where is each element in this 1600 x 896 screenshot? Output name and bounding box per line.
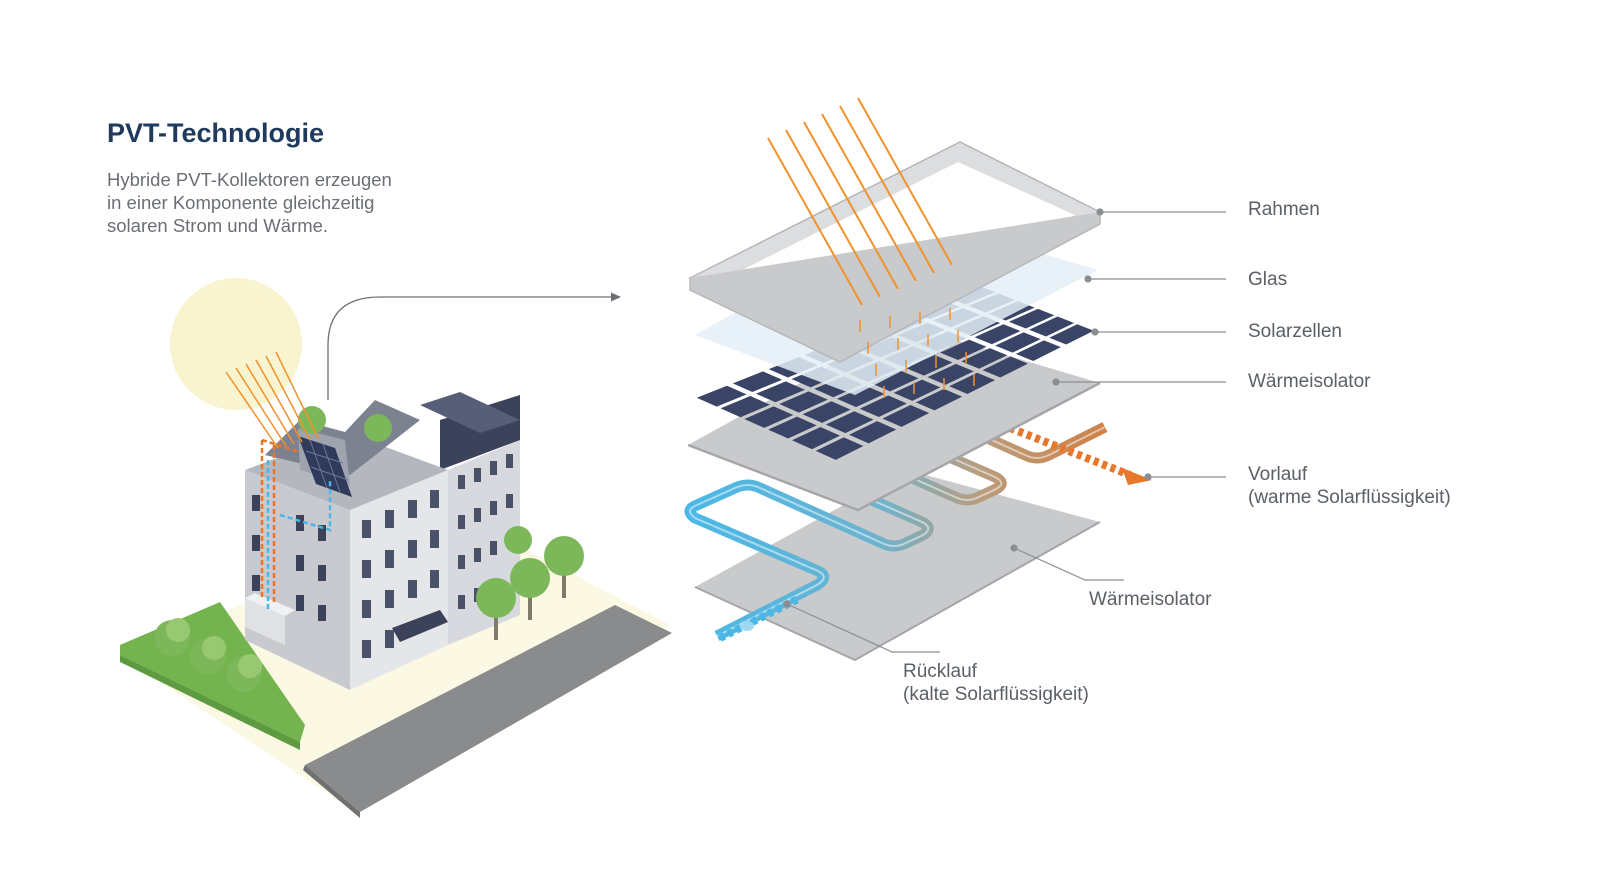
cold-inflow-end-icon xyxy=(740,621,754,631)
label-flow-line-1: Vorlauf xyxy=(1248,464,1308,485)
heat-transfer-marks xyxy=(859,308,975,398)
solar-cell xyxy=(744,406,794,428)
solar-cell xyxy=(982,356,1028,378)
building-sun-rays xyxy=(225,351,319,449)
label-solar-cells: Solarzellen xyxy=(1248,321,1342,342)
solar-cell xyxy=(720,396,770,418)
label-return-line-2: (kalte Solarflüssigkeit) xyxy=(903,684,1089,705)
solar-cell xyxy=(1049,324,1094,345)
solar-cell xyxy=(779,391,828,413)
solar-cell xyxy=(927,363,974,385)
solar-cell xyxy=(825,411,874,434)
building-cold-pipe xyxy=(266,460,332,610)
description-line-2: in einer Komponente gleichzeitig xyxy=(107,192,375,213)
shop-awning xyxy=(392,610,448,642)
label-glass: Glas xyxy=(1248,269,1288,290)
sun-ray xyxy=(857,97,953,266)
sun-icon xyxy=(170,278,302,410)
page-description: Hybride PVT-Kollektoren erzeugen in eine… xyxy=(107,168,437,237)
street-edge xyxy=(303,765,360,818)
solar-cell xyxy=(882,405,930,427)
solar-cell xyxy=(1029,316,1075,337)
solar-cell xyxy=(836,385,885,408)
solar-cell xyxy=(791,427,841,450)
solar-cell xyxy=(940,339,987,360)
windows-front xyxy=(362,454,513,658)
solar-cell xyxy=(815,437,864,460)
street-trees xyxy=(476,526,584,640)
solar-cell xyxy=(696,385,747,407)
solar-cell xyxy=(849,421,897,444)
description-line-3: solaren Strom und Wärme. xyxy=(107,215,329,236)
label-return: Rücklauf (kalte Solarflüssigkeit) xyxy=(903,660,1089,706)
solar-cell xyxy=(905,355,953,376)
solar-cell xyxy=(802,401,851,423)
solar-cell xyxy=(995,332,1041,353)
windows-left xyxy=(252,495,326,621)
building-scene xyxy=(120,278,672,818)
solar-cell xyxy=(974,324,1021,345)
solar-cell xyxy=(915,388,963,411)
street xyxy=(305,605,672,812)
panel-sun-rays xyxy=(767,97,953,306)
sun-ray xyxy=(767,137,863,306)
solar-cell xyxy=(961,348,1008,369)
solar-cell xyxy=(756,381,805,403)
heat-pump-unit xyxy=(245,598,285,645)
bushes xyxy=(154,618,262,692)
label-flow: Vorlauf (warme Solarflüssigkeit) xyxy=(1248,463,1451,509)
solar-cell xyxy=(859,395,907,418)
label-flow-line-2: (warme Solarflüssigkeit) xyxy=(1248,487,1451,508)
solar-cell xyxy=(949,372,996,394)
solar-cell xyxy=(768,416,817,439)
warm-outflow-arrow-icon xyxy=(1122,468,1152,485)
solar-cell xyxy=(893,379,941,401)
solar-cell xyxy=(1015,340,1061,362)
lawn-edge xyxy=(120,655,300,750)
description-line-1: Hybride PVT-Kollektoren erzeugen xyxy=(107,169,392,190)
solar-cell xyxy=(732,371,783,393)
callout-arrow xyxy=(327,296,612,400)
label-insulator-bottom: Wärmeisolator xyxy=(1089,589,1212,610)
label-frame: Rahmen xyxy=(1248,199,1320,220)
warm-outflow-pipe xyxy=(1008,424,1132,479)
label-return-line-1: Rücklauf xyxy=(903,661,977,682)
roof-solar-panel xyxy=(298,436,352,497)
building-warm-pipe xyxy=(260,438,301,605)
arrow-head-icon xyxy=(611,292,621,302)
label-insulator-top: Wärmeisolator xyxy=(1248,371,1371,392)
sun-ray xyxy=(821,113,917,282)
bottom-insulator-layer xyxy=(695,470,1100,660)
page-title: PVT-Technologie xyxy=(107,118,325,148)
sun-ray xyxy=(785,129,881,298)
sun-ray xyxy=(803,121,899,290)
solar-cell xyxy=(1008,308,1055,329)
leader-lines xyxy=(783,208,1226,653)
sun-ray xyxy=(839,105,935,274)
solar-cell xyxy=(871,370,919,392)
